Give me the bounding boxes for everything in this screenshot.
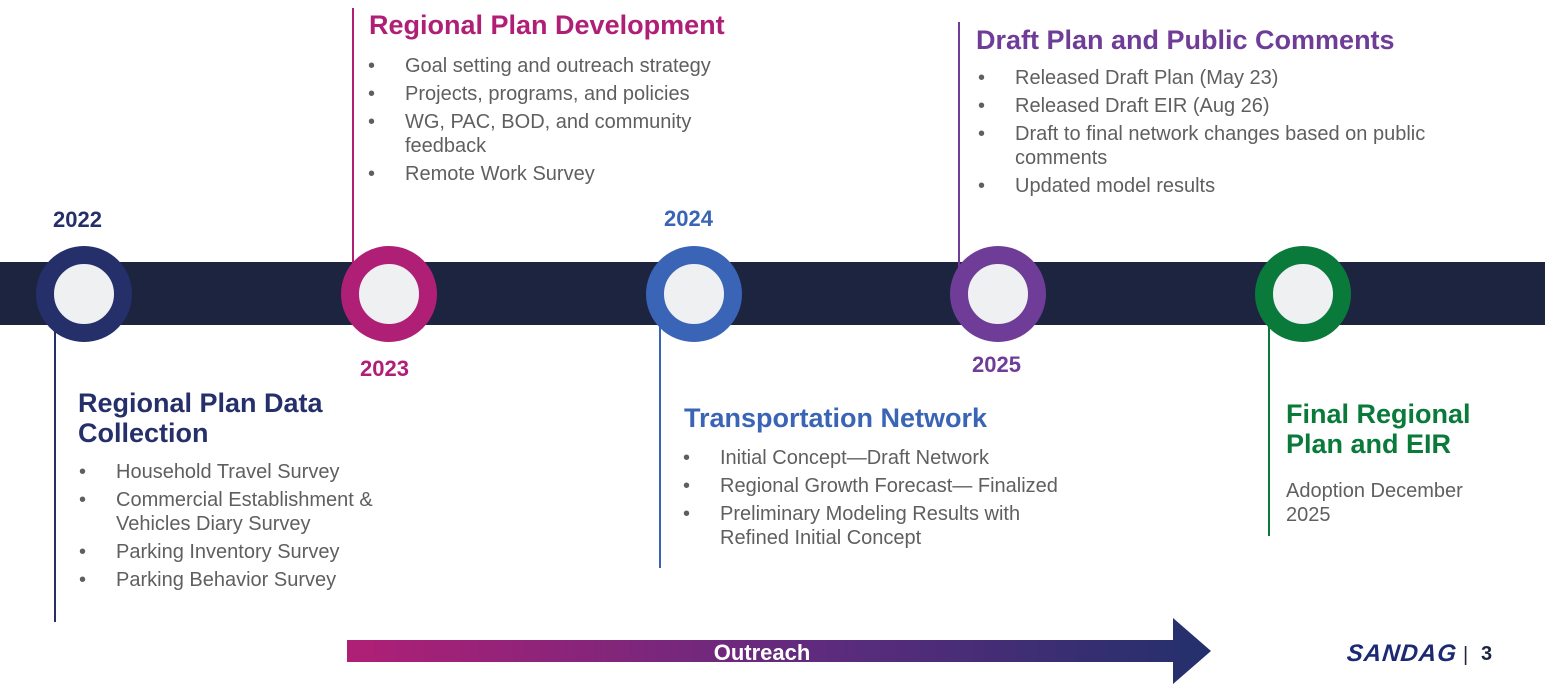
list-item: Draft to final network changes based on … [975,122,1495,170]
list-item: Projects, programs, and policies [365,82,825,106]
year-2023-label: 2023 [360,356,409,381]
list-item: Household Travel Survey [76,460,436,484]
phase-final-plan-title: Final Regional Plan and EIR [1286,399,1471,459]
list-item: Parking Behavior Survey [76,568,436,592]
connector-2025 [958,22,960,292]
list-item: Goal setting and outreach strategy [365,54,825,78]
title-line-1: Regional Plan Data [78,388,323,418]
list-item: WG, PAC, BOD, and community feedback [365,110,775,158]
phase-plan-development-title: Regional Plan Development [369,10,725,40]
title-line-2: Plan and EIR [1286,429,1452,459]
milestone-final-node [1255,246,1351,342]
milestone-2022-node [36,246,132,342]
list-item: Released Draft EIR (Aug 26) [975,94,1515,118]
page-number: 3 [1481,643,1493,665]
phase-transportation-network-title: Transportation Network [684,403,988,433]
title-line-1: Final Regional [1286,399,1471,429]
list-item: Updated model results [975,174,1515,198]
phase-final-plan-text: Adoption December 2025 [1286,479,1463,527]
year-2025-label: 2025 [972,352,1021,377]
connector-2022 [54,290,56,622]
outreach-label: Outreach [713,640,811,665]
outreach-arrow [347,618,1211,684]
phase-plan-development-list: Goal setting and outreach strategy Proje… [365,54,825,190]
milestone-2024-node [646,246,742,342]
text-line-1: Adoption December [1286,480,1463,502]
phase-draft-plan-title: Draft Plan and Public Comments [976,25,1395,55]
list-item: Initial Concept—Draft Network [680,446,1160,470]
connector-final [1268,290,1270,536]
title-line-2: Collection [78,418,209,448]
connector-2023 [352,8,354,293]
year-2022-label: 2022 [53,207,102,232]
phase-data-collection-list: Household Travel Survey Commercial Estab… [76,460,436,596]
phase-data-collection-title: Regional Plan Data Collection [78,388,323,448]
list-item: Regional Growth Forecast— Finalized [680,474,1160,498]
list-item: Preliminary Modeling Results with Refine… [680,502,1080,550]
phase-draft-plan-list: Released Draft Plan (May 23) Released Dr… [975,66,1515,202]
connector-2024 [659,290,661,568]
milestone-2025-node [950,246,1046,342]
footer-separator: | [1463,644,1469,666]
milestone-2023-node [341,246,437,342]
text-line-2: 2025 [1286,504,1331,526]
sandag-logo: SANDAG [1345,640,1459,667]
list-item: Released Draft Plan (May 23) [975,66,1515,90]
phase-transportation-network-list: Initial Concept—Draft Network Regional G… [680,446,1160,554]
list-item: Commercial Establishment & Vehicles Diar… [76,488,398,536]
list-item: Remote Work Survey [365,162,825,186]
list-item: Parking Inventory Survey [76,540,436,564]
year-2024-label: 2024 [664,206,713,231]
